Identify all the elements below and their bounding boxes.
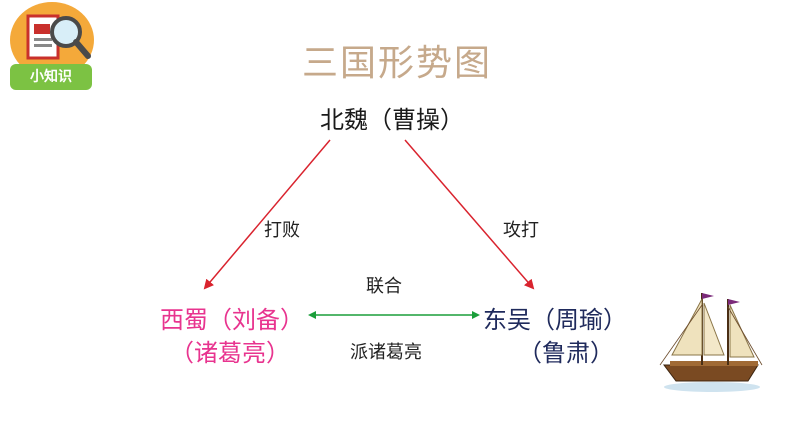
page-title: 三国形势图 — [301, 43, 492, 84]
label-send-zhuge-liang: 派诸葛亮 — [350, 342, 422, 363]
node-shu-sub: （诸葛亮） — [170, 339, 290, 367]
node-shu: 西蜀（刘备） — [160, 306, 304, 334]
label-attack: 攻打 — [503, 220, 539, 241]
knowledge-badge: 小知识 — [8, 2, 104, 94]
arrow-wei-to-wu — [404, 139, 535, 290]
node-wei: 北魏（曹操） — [320, 106, 464, 134]
arrow-wei-to-shu — [203, 139, 331, 290]
badge-label: 小知识 — [10, 64, 92, 90]
node-wu: 东吴（周瑜） — [483, 306, 627, 334]
sailing-ship-icon — [659, 293, 763, 392]
node-wu-sub: （鲁肃） — [518, 339, 614, 367]
label-defeat: 打败 — [264, 220, 300, 241]
magnifier-document-icon — [26, 14, 91, 60]
label-alliance: 联合 — [366, 276, 402, 297]
